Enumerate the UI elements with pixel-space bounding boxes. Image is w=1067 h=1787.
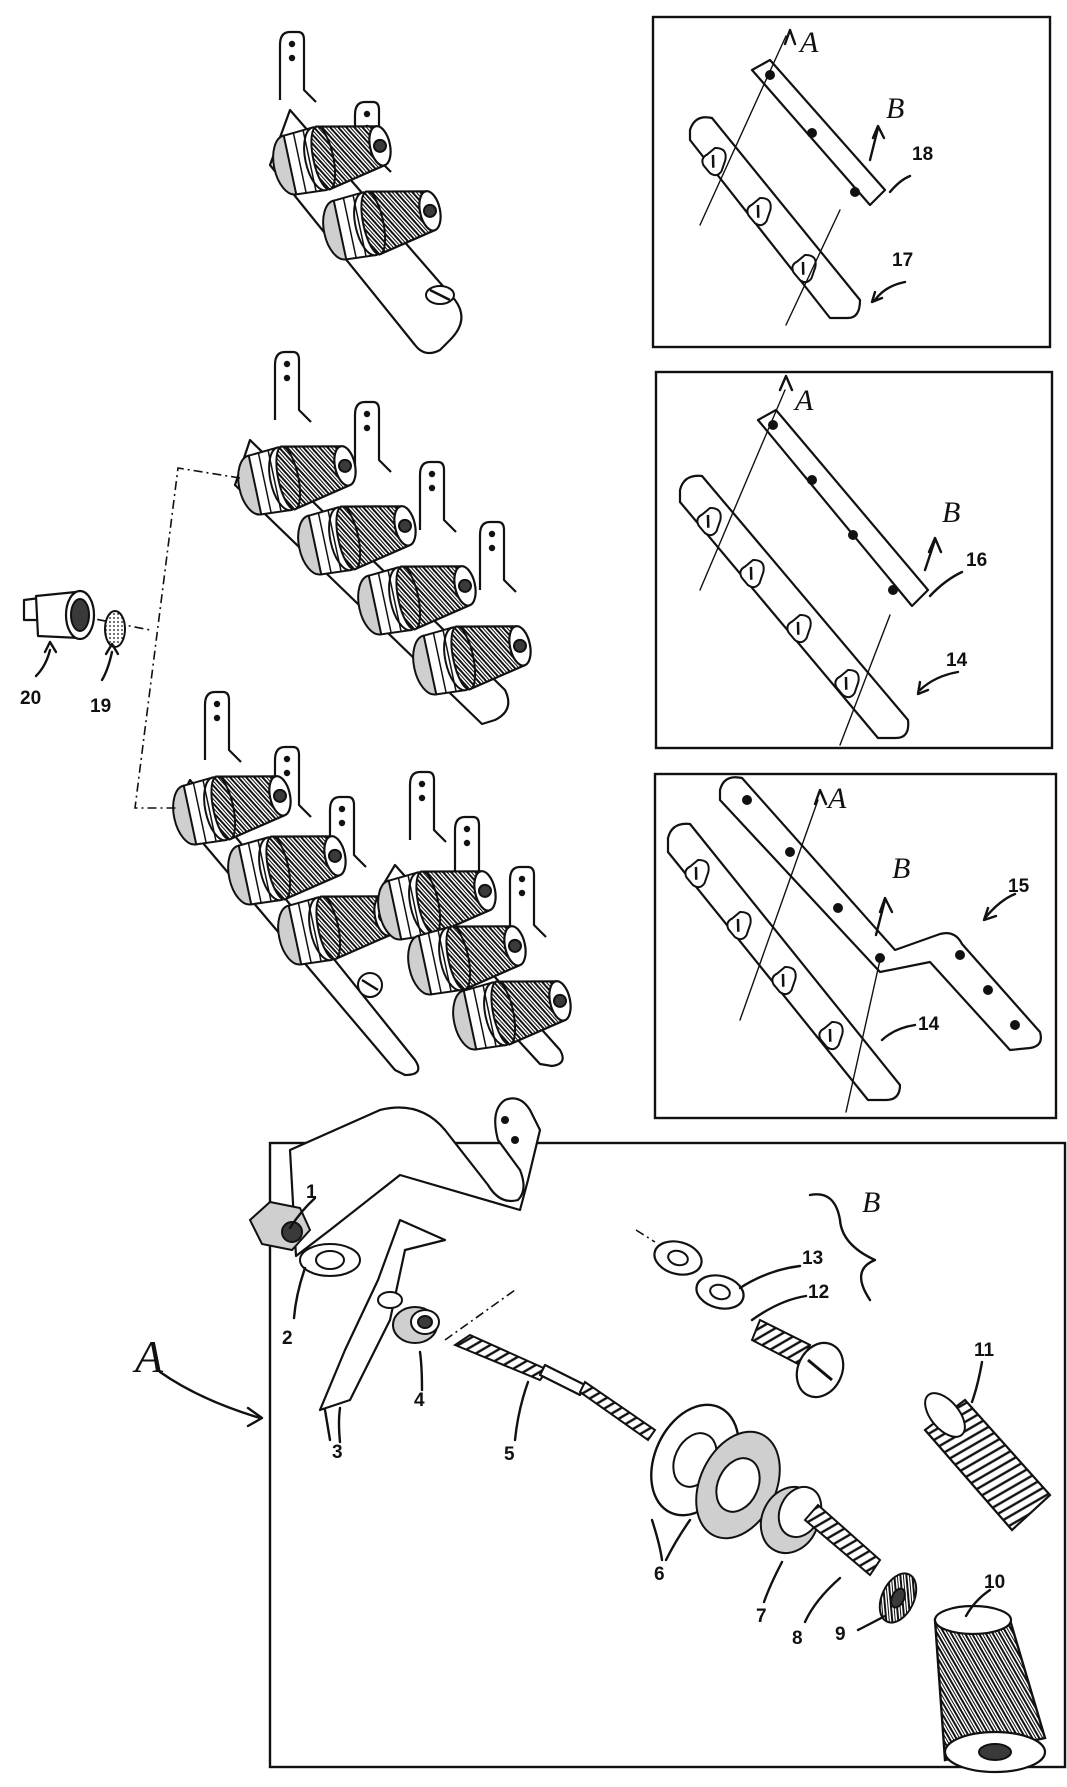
washers-part-6 xyxy=(650,1403,781,1540)
threaded-stud-part-5 xyxy=(444,1289,657,1442)
spring-icon xyxy=(923,1392,1052,1532)
callout-7: 7 xyxy=(756,1606,767,1627)
strip-15 xyxy=(718,776,1042,1052)
callout-16: 16 xyxy=(966,550,987,571)
mesh-disc-part-19 xyxy=(104,610,126,648)
callout-8: 8 xyxy=(792,1628,803,1649)
binding-post-assembly-icon xyxy=(166,690,420,1077)
hex-nut-part-1 xyxy=(248,1200,312,1252)
callout-1: 1 xyxy=(306,1182,317,1203)
nut-part-7 xyxy=(759,1485,823,1555)
callout-20: 20 xyxy=(20,688,41,709)
callout-14-a: 14 xyxy=(946,650,968,671)
angle-bracket-part-3 xyxy=(318,1218,447,1442)
callout-6: 6 xyxy=(654,1564,665,1585)
callout-14-b: 14 xyxy=(918,1014,940,1035)
callout-4: 4 xyxy=(414,1390,425,1411)
inset-1-letter-b: B xyxy=(886,92,904,125)
washers-part-13 xyxy=(635,1229,745,1310)
callout-19: 19 xyxy=(90,696,111,717)
inset-1-strips xyxy=(688,28,912,326)
inset-frame-3 xyxy=(653,772,1058,1120)
inset-2-letter-a: A xyxy=(793,384,814,417)
inset-frame-2 xyxy=(654,370,1054,750)
inset-2-strips xyxy=(678,374,964,746)
letter-a-detail: A xyxy=(132,1331,164,1382)
lock-washer-part-9 xyxy=(878,1572,918,1624)
binding-post-assembly-icon xyxy=(266,30,463,355)
callout-17: 17 xyxy=(892,250,913,271)
callout-18: 18 xyxy=(912,144,933,165)
callout-13: 13 xyxy=(802,1248,823,1269)
detail-frame xyxy=(268,1141,1067,1769)
collar-part-4 xyxy=(392,1306,440,1344)
callout-2: 2 xyxy=(282,1328,293,1349)
letter-b-detail: B xyxy=(862,1186,880,1219)
plug-part-20 xyxy=(22,589,96,641)
callout-5: 5 xyxy=(504,1444,515,1465)
inset-3-letter-b: B xyxy=(892,852,910,885)
callout-9: 9 xyxy=(835,1624,846,1645)
knurled-cap-icon xyxy=(933,1604,1047,1774)
spring-icon xyxy=(803,1503,882,1577)
strip-18 xyxy=(750,58,887,207)
screw-part-12 xyxy=(750,1318,845,1399)
callout-11: 11 xyxy=(974,1340,995,1361)
callout-10: 10 xyxy=(984,1572,1005,1593)
inset-3-strips xyxy=(666,776,1042,1113)
binding-post-assembly-icon xyxy=(371,770,578,1068)
inset-frame-1 xyxy=(651,15,1052,349)
strip-16 xyxy=(756,408,930,608)
callout-12: 12 xyxy=(808,1282,829,1303)
inset-3-letter-a: A xyxy=(826,782,847,815)
inset-1-letter-a: A xyxy=(798,26,819,59)
bracket-part-2 xyxy=(288,1097,542,1277)
callout-15: 15 xyxy=(1008,876,1030,897)
inset-2-letter-b: B xyxy=(942,496,960,529)
binding-post-assembly-icon xyxy=(231,350,538,726)
callout-3: 3 xyxy=(332,1442,343,1463)
strip-17 xyxy=(688,116,862,320)
